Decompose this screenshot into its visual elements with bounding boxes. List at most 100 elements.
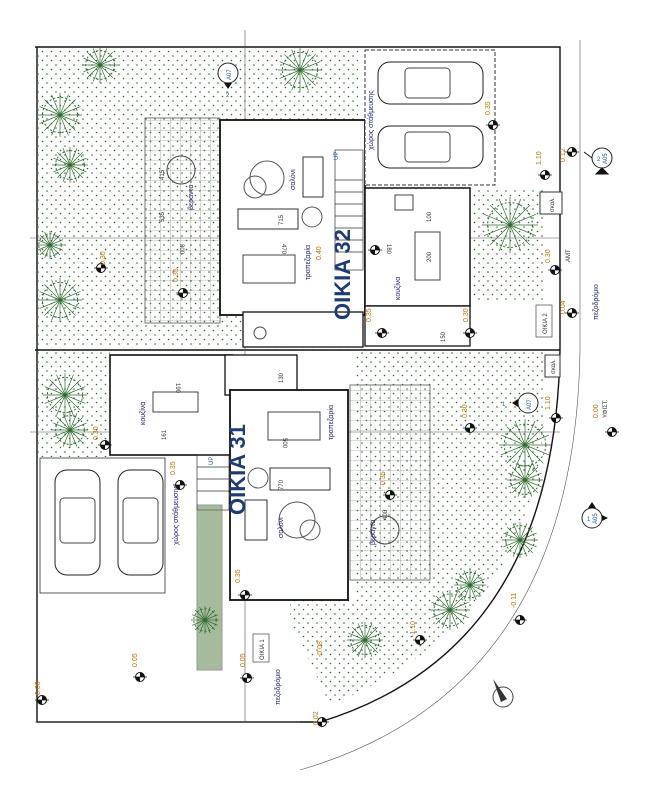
svg-text:770: 770 <box>279 479 285 490</box>
svg-text:σκαλ.: σκαλ. <box>550 197 556 212</box>
svg-text:0.30: 0.30 <box>93 426 100 440</box>
svg-text:ΟΙΚΙΑ 1: ΟΙΚΙΑ 1 <box>260 639 266 660</box>
stair-up-label: UP <box>334 152 340 160</box>
svg-text:180: 180 <box>385 244 391 255</box>
parking-31 <box>39 457 166 594</box>
elevation-marker-icon <box>538 170 552 180</box>
elevation-marker-icon <box>413 635 427 645</box>
tag-house-2: ΟΙΚΙΑ 2 <box>535 304 553 338</box>
room-label: πεζοδρόμιο <box>274 669 282 705</box>
svg-text:0.35: 0.35 <box>235 569 242 583</box>
svg-text:0.35: 0.35 <box>366 308 373 322</box>
elevation-marker-icon <box>565 147 579 157</box>
parking-32 <box>364 49 496 186</box>
svg-text:0.35: 0.35 <box>173 268 180 282</box>
elevation-marker-icon <box>315 717 329 727</box>
tree-icon <box>52 147 88 183</box>
svg-text:2: 2 <box>226 93 230 99</box>
tree-icon <box>502 522 538 558</box>
room-label: βεράντα <box>369 520 377 545</box>
stair-up-label: UP <box>209 457 215 465</box>
section-marker: A07 1 <box>502 392 539 414</box>
elevation-marker-icon <box>605 427 619 437</box>
tag-box: σκαλ. <box>544 354 561 378</box>
elevation-marker-icon <box>548 265 562 275</box>
room-label: πεζοδρόμιο <box>592 284 600 320</box>
elevation-marker-icon <box>486 120 500 130</box>
tree-icon <box>191 606 219 634</box>
tree-icon <box>38 278 82 322</box>
svg-text:1.10: 1.10 <box>545 396 552 410</box>
svg-text:190: 190 <box>174 383 180 394</box>
car-icon <box>54 469 101 576</box>
tree-icon <box>482 197 538 253</box>
svg-text:0.30: 0.30 <box>100 251 107 265</box>
elevation-marker-icon <box>463 423 477 433</box>
tree-icon <box>454 569 486 601</box>
svg-text:0.00: 0.00 <box>593 404 600 418</box>
svg-text:-0.08: -0.08 <box>317 641 324 657</box>
svg-text:100: 100 <box>427 211 433 222</box>
svg-text:-1.10: -1.10 <box>410 621 417 637</box>
dimension-labels: 715 470 180 200 100 415 535 300 770 500 … <box>160 169 447 520</box>
svg-text:0.30: 0.30 <box>463 308 470 322</box>
elevation-marker-icon <box>565 308 579 318</box>
svg-text:A05: A05 <box>603 153 609 164</box>
svg-text:2: 2 <box>597 157 601 163</box>
elevation-marker-icon <box>133 672 147 682</box>
tree-icon <box>52 412 88 448</box>
svg-text:150: 150 <box>441 331 447 342</box>
elevation-labels: 0.40 0.35 0.30 0.35 0.30 0.35 0.12 1.10 … <box>35 101 609 725</box>
house-31-label: OIKIA 31 <box>225 424 250 515</box>
room-label: κουζίνα <box>394 277 402 300</box>
svg-text:A05: A05 <box>593 513 599 524</box>
tree-icon <box>36 231 64 259</box>
elevation-marker-icon <box>549 413 563 423</box>
svg-text:0.00: 0.00 <box>35 681 42 695</box>
svg-text:0.30: 0.30 <box>545 249 552 263</box>
svg-text:1: 1 <box>502 402 506 408</box>
svg-text:0.05: 0.05 <box>132 653 139 667</box>
north-arrow-icon <box>492 679 514 708</box>
svg-text:130: 130 <box>279 372 285 383</box>
elevation-marker-icon <box>513 615 527 625</box>
elevation-marker-icon <box>35 695 49 705</box>
svg-text:A07: A07 <box>527 399 533 410</box>
svg-text:200: 200 <box>427 251 433 262</box>
room-label: κουζίνα <box>139 402 147 425</box>
svg-text:0.05: 0.05 <box>240 653 247 667</box>
room-label: χώρος στάθμευσης <box>367 90 375 150</box>
elevation-marker-icon <box>94 263 108 273</box>
tree-icon <box>278 48 322 92</box>
tree-icon <box>507 462 543 498</box>
svg-text:415: 415 <box>160 169 166 180</box>
elevation-marker-icon <box>240 673 254 683</box>
elevation-marker-icon <box>463 328 477 338</box>
svg-text:-0.11: -0.11 <box>511 592 518 608</box>
svg-text:ΥΦΙΣΤ.: ΥΦΙΣΤ. <box>603 399 609 418</box>
room-label: βεράντα <box>187 185 195 210</box>
room-label: τραπεζαρία <box>327 405 335 440</box>
svg-text:300: 300 <box>178 244 184 255</box>
car-icon <box>377 61 484 105</box>
svg-text:A07: A07 <box>227 69 233 80</box>
elevation-marker-icon <box>98 440 112 450</box>
svg-text:0.30: 0.30 <box>462 404 469 418</box>
tag-box: σκαλ. <box>539 191 563 215</box>
tag-house-1: ΟΙΚΙΑ 1 <box>252 633 270 663</box>
svg-text:715: 715 <box>279 214 285 225</box>
svg-text:0.35: 0.35 <box>170 461 177 475</box>
svg-text:1.10: 1.10 <box>536 151 543 165</box>
elevation-marker-icon <box>176 288 190 298</box>
trees <box>36 47 551 658</box>
tree-icon <box>38 93 82 137</box>
svg-text:ΑΜΤ: ΑΜΤ <box>566 249 572 262</box>
elevation-marker-icon <box>173 480 187 490</box>
room-label: σαλόνι <box>277 517 285 538</box>
elevation-marker-icon <box>383 490 397 500</box>
house-32-walls <box>166 119 471 348</box>
